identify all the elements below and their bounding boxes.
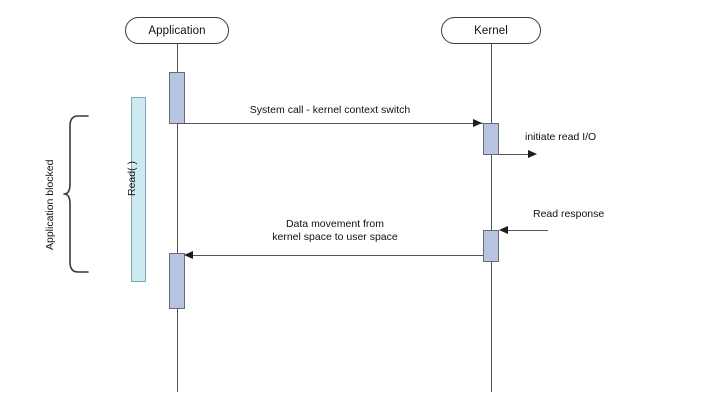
message-label-data-movement: Data movement from kernel space to user …	[272, 218, 398, 243]
lifeline-head-kernel[interactable]: Kernel	[441, 17, 541, 44]
application-blocked-label: Application blocked	[44, 159, 56, 250]
activation-bar-kernel-1	[483, 123, 499, 155]
arrow-head-initiate-read-io-icon	[528, 150, 537, 158]
message-line-read-response	[508, 230, 548, 232]
arrow-head-read-response-icon	[499, 226, 508, 234]
activation-bar-kernel-2	[483, 230, 499, 262]
message-line-data-movement	[191, 255, 483, 257]
message-line-initiate-read-io	[499, 154, 531, 156]
message-label-initiate-read-io: initiate read I/O	[525, 131, 597, 143]
application-blocked-brace-icon	[63, 115, 89, 273]
lifeline-label-kernel: Kernel	[474, 24, 508, 37]
lifeline-line-kernel	[490, 44, 492, 392]
lifeline-head-application[interactable]: Application	[125, 17, 229, 44]
message-label-system-call: System call - kernel context switch	[249, 104, 411, 116]
read-call-duration-bar	[131, 97, 146, 282]
activation-bar-application-2	[169, 253, 185, 309]
read-call-label: Read( )	[126, 160, 138, 196]
lifeline-line-application	[176, 44, 178, 392]
lifeline-label-application: Application	[148, 24, 206, 37]
message-label-read-response: Read response	[533, 208, 605, 220]
arrow-head-data-movement-icon	[184, 251, 193, 259]
message-line-system-call	[177, 123, 483, 125]
arrow-head-system-call-icon	[473, 119, 482, 127]
